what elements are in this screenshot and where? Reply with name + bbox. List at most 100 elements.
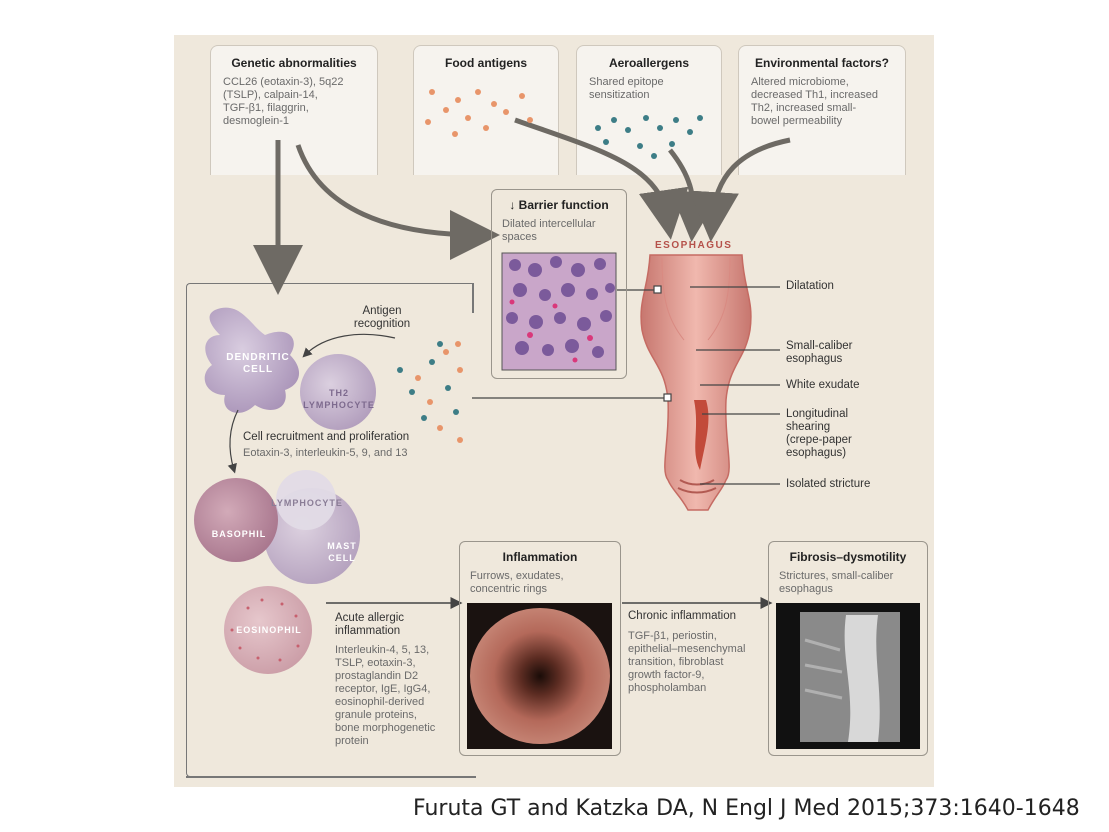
mast-line: MAST — [327, 541, 357, 551]
eosinophil-granules — [230, 598, 300, 662]
env-arrow — [688, 137, 791, 242]
region-bottom-border — [186, 776, 476, 778]
esophagus-body — [640, 254, 752, 511]
th2-lymphocyte — [300, 354, 376, 430]
acute-title-line: Acute allergic — [335, 612, 405, 624]
aero-title: Aeroallergens — [608, 56, 690, 70]
antigen-recognition-label: Antigen recognition — [352, 305, 412, 331]
food-arrow — [514, 117, 689, 240]
antigen-recognition-line: recognition — [353, 318, 411, 330]
acute-mediators: Interleukin-4, 5, 13, TSLP, eotaxin-3, p… — [335, 644, 435, 748]
crepe-paper-shearing — [694, 400, 709, 470]
inflammation-text: Furrows, exudates, concentric rings — [470, 570, 610, 596]
chronic-line: growth factor-9, — [628, 669, 705, 681]
mast-cell-label: MAST CELL — [312, 540, 372, 564]
barrier-text: Dilated intercellular spaces — [502, 218, 616, 244]
esophagus-label: ESOPHAGUS — [655, 240, 733, 251]
env-line: Altered microbiome, — [751, 76, 849, 88]
genetic-text: CCL26 (eotaxin-3), 5q22 (TSLP), calpain-… — [223, 76, 365, 128]
aeroallergen-dots — [595, 115, 703, 159]
antigen-recognition-arrow — [302, 333, 396, 358]
th2-line: LYMPHOCYTE — [303, 400, 375, 410]
lymphocyte-label: LYMPHOCYTE — [271, 498, 343, 508]
genetic-line: (TSLP), calpain-14, — [223, 89, 318, 101]
th2-lymphocyte-label: TH2 LYMPHOCYTE — [296, 387, 382, 411]
dendritic-line: DENDRITIC — [226, 352, 290, 363]
feature-shearing: shearing — [786, 421, 831, 433]
region-right-border — [472, 283, 474, 313]
stricture-ring — [679, 479, 715, 486]
fibrosis-line: Strictures, small-caliber — [779, 570, 894, 582]
antigen-recognition-line: Antigen — [362, 305, 402, 317]
inflammation-title: Inflammation — [502, 550, 578, 564]
chronic-mediators: TGF-β1, periostin, epithelial–mesenchyma… — [628, 630, 745, 695]
food-title: Food antigens — [445, 56, 527, 70]
acute-line: prostaglandin D2 — [335, 670, 419, 682]
barrier-title: ↓ Barrier function — [509, 198, 609, 212]
aero-line: Shared epitope — [589, 76, 664, 88]
acute-line: Interleukin-4, 5, 13, — [335, 644, 430, 656]
mast-line: CELL — [328, 553, 356, 563]
recruitment-subtitle: Eotaxin-3, interleukin-5, 9, and 13 — [243, 447, 408, 459]
acute-title: Acute allergic inflammation — [335, 612, 404, 638]
pathway-arrows — [253, 117, 791, 295]
fibrosis-line: esophagus — [779, 583, 833, 595]
fibrosis-text: Strictures, small-caliber esophagus — [779, 570, 917, 596]
feature-dilatation: Dilatation — [786, 280, 834, 292]
inflammation-line: Furrows, exudates, — [470, 570, 564, 582]
citation: Furuta GT and Katzka DA, N Engl J Med 20… — [413, 796, 1080, 821]
feature-esophagus: esophagus) — [786, 447, 847, 459]
env-line: Th2, increased small- — [751, 102, 857, 114]
basophil-label: BASOPHIL — [211, 529, 267, 539]
acute-line: TSLP, eotaxin-3, — [335, 657, 416, 669]
food-antigen-dots — [425, 89, 533, 137]
esophagus-illustration — [640, 254, 752, 511]
histology-image — [501, 252, 617, 371]
barium-xray-image — [776, 603, 920, 749]
inflammation-box: Inflammation Furrows, exudates, concentr… — [459, 541, 621, 756]
fibrosis-title: Fibrosis–dysmotility — [789, 550, 907, 564]
aero-line: sensitization — [589, 89, 650, 101]
env-line: decreased Th1, increased — [751, 89, 878, 101]
connector-lines — [472, 285, 780, 485]
acute-line: granule proteins, — [335, 709, 417, 721]
acute-line: protein — [335, 735, 369, 747]
env-line: bowel permeability — [751, 115, 843, 127]
genetic-abnormalities-box: Genetic abnormalities CCL26 (eotaxin-3),… — [210, 45, 378, 175]
genetic-line: desmoglein-1 — [223, 115, 290, 127]
aero-arrow — [668, 148, 721, 242]
genetic-title: Genetic abnormalities — [231, 56, 357, 70]
acute-line: receptor, IgE, IgG4, — [335, 683, 431, 695]
barrier-function-box: ↓ Barrier function Dilated intercellular… — [491, 189, 627, 379]
basophil — [194, 478, 278, 562]
feature-small-caliber-2: esophagus — [786, 353, 843, 365]
genetic-barrier-arrow — [295, 144, 500, 260]
feature-isolated-stricture: Isolated stricture — [786, 478, 871, 490]
chronic-title: Chronic inflammation — [628, 610, 737, 622]
env-title: Environmental factors? — [754, 56, 890, 70]
endoscopy-image — [470, 608, 610, 744]
lymphocyte — [276, 470, 336, 530]
environmental-factors-box: Environmental factors? Altered microbiom… — [738, 45, 906, 175]
genetic-line: CCL26 (eotaxin-3), 5q22 — [223, 76, 344, 88]
feature-crepe-paper: (crepe-paper — [786, 434, 852, 446]
dendritic-line: CELL — [242, 364, 274, 375]
feature-longitudinal: Longitudinal — [786, 408, 849, 420]
acute-line: eosinophil-derived — [335, 696, 425, 708]
eosinophil — [224, 586, 312, 674]
chronic-line: TGF-β1, periostin, — [628, 630, 717, 642]
inflammation-line: concentric rings — [470, 583, 548, 595]
env-text: Altered microbiome, decreased Th1, incre… — [751, 76, 893, 128]
barrier-line: Dilated intercellular — [502, 218, 596, 230]
antigen-dots — [397, 341, 463, 443]
aero-text: Shared epitope sensitization — [589, 76, 709, 102]
feature-small-caliber-1: Small-caliber — [786, 340, 853, 352]
chronic-line: epithelial–mesenchymal — [628, 643, 746, 655]
dendritic-cell — [204, 307, 300, 413]
eosinophil-label: EOSINOPHIL — [236, 625, 302, 635]
recruitment-arrow — [227, 409, 239, 474]
chronic-line: transition, fibroblast — [628, 656, 724, 668]
barrier-line: spaces — [502, 231, 537, 243]
food-antigens-box: Food antigens — [413, 45, 559, 175]
